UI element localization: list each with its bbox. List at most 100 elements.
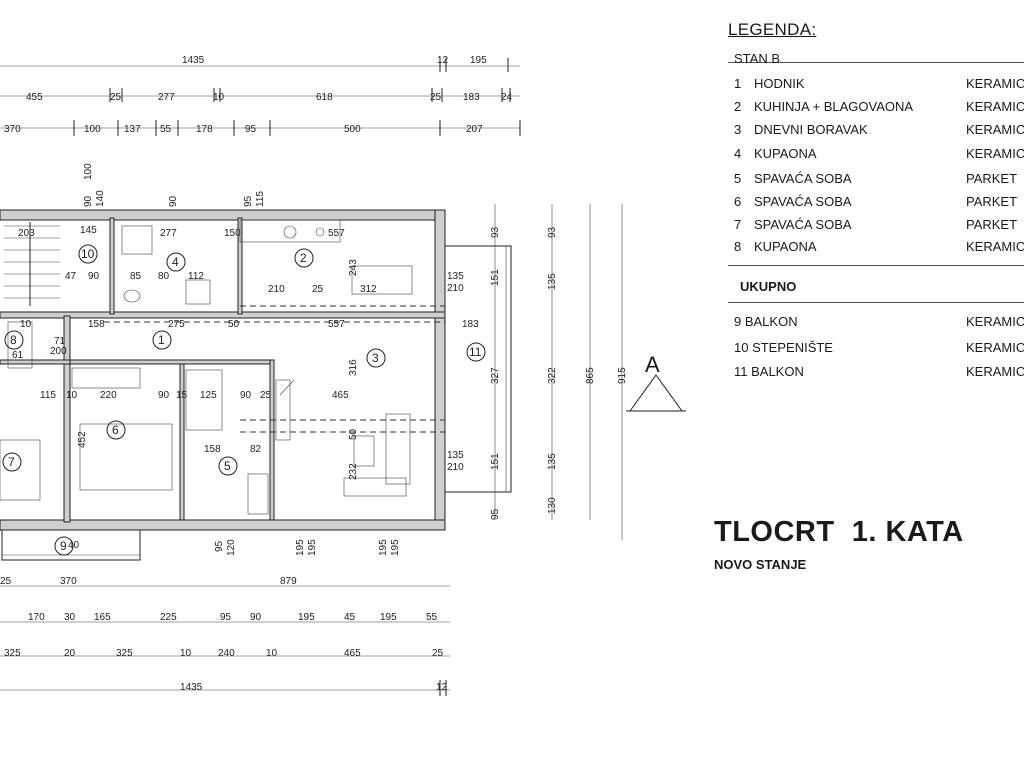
dim-inner-220: 220	[100, 390, 117, 401]
building-walls	[0, 209, 446, 531]
room-label-8: 8	[10, 333, 17, 347]
dim-right-151b: 151	[490, 453, 501, 470]
legend-row-floor: PARKET	[966, 194, 1018, 209]
dim-bot1-a: 25	[0, 576, 12, 587]
section-marker-triangle	[626, 374, 686, 412]
bedroom-furniture	[0, 367, 269, 515]
dim-inner-47: 47	[65, 271, 77, 282]
dim-bot3-f: 10	[266, 648, 278, 659]
dim-vert-top-1: 90	[83, 195, 94, 207]
legend-row-number: 4	[734, 146, 742, 161]
dim-inner-10b: 10	[66, 390, 78, 401]
dim-right-151a: 151	[490, 269, 501, 286]
dim-inner-120: 120	[226, 539, 237, 556]
dim-inner-71: 71	[54, 336, 66, 347]
legend-subtitle: STAN B	[734, 51, 780, 66]
legend-row-floor: PARKET	[966, 217, 1018, 232]
legend-row-number: 1	[734, 76, 742, 91]
dim-top3-h: 207	[466, 124, 483, 135]
dim-inner-275: 275	[168, 319, 185, 330]
dim-inner-50: 50	[228, 319, 240, 330]
legend-row-name: KUHINJA + BLAGOVAONA	[754, 99, 914, 114]
dim-bot2-h: 45	[344, 612, 356, 623]
dim-inner-135a: 135	[447, 271, 464, 282]
dim-top2-f: 25	[430, 92, 442, 103]
legend-extra-floor: KERAMIC	[966, 364, 1024, 379]
dim-inner-80: 80	[158, 271, 170, 282]
dim-right-135a: 135	[547, 273, 558, 290]
dim-right-93a: 93	[490, 226, 501, 238]
dim-vert-top-6: 115	[255, 191, 266, 207]
legend-row-name: HODNIK	[754, 76, 805, 91]
dim-inner-40: 40	[68, 540, 80, 551]
dim-right-95: 95	[490, 508, 501, 520]
bottom-dimension-lines	[0, 585, 450, 696]
dim-inner-85: 85	[130, 271, 142, 282]
dim-top3-c: 137	[124, 124, 141, 135]
dim-top3-a: 370	[4, 124, 21, 135]
dim-inner-135b: 135	[447, 450, 464, 461]
legend-extra-name: 11 BALKON	[734, 364, 804, 379]
legend-row-floor: PARKET	[966, 171, 1018, 186]
dim-bot3-b: 20	[64, 648, 76, 659]
legend-row-number: 2	[734, 99, 742, 114]
legend-row-number: 6	[734, 194, 742, 209]
dim-inner-150: 150	[224, 228, 241, 239]
dim-inner-312: 312	[360, 284, 377, 295]
dim-inner-90c: 90	[240, 390, 252, 401]
dim-inner-158: 158	[88, 319, 105, 330]
dim-top3-f: 95	[245, 124, 257, 135]
dim-inner-195b: 195	[307, 539, 318, 556]
room-label-9: 9	[60, 539, 67, 553]
drawing-title: TLOCRT 1. KATA	[714, 516, 964, 548]
staircase	[4, 222, 60, 306]
legend-row-name: DNEVNI BORAVAK	[754, 122, 868, 137]
dim-right-93b: 93	[547, 226, 558, 238]
dim-vert-top-4: 90	[168, 195, 179, 207]
dim-bot2-c: 165	[94, 612, 111, 623]
dim-top2-a: 455	[26, 92, 43, 103]
dim-vert-top-3: 140	[95, 190, 106, 207]
floor-plan-drawing: 1435 12 195 455 25 277 10 618 25 183 24 …	[0, 55, 628, 696]
dim-bot1-c: 879	[280, 576, 297, 587]
dim-top3-b: 100	[84, 124, 101, 135]
legend-row: 3 DNEVNI BORAVAK KERAMIC	[734, 122, 1024, 137]
room-label-11: 11	[469, 345, 482, 359]
dim-top2-d: 10	[213, 92, 225, 103]
legend-title: LEGENDA:	[728, 20, 817, 39]
legend-divider-top	[728, 62, 1024, 63]
room-labels: 10 4 2 1 8 3 11 7 6 5 9	[2, 244, 486, 556]
room-label-10: 10	[81, 247, 95, 261]
dim-inner-158b: 158	[204, 444, 221, 455]
right-dimension-lines	[494, 204, 623, 540]
legend-extra-name: 10 STEPENIŠTE	[734, 340, 833, 355]
legend-row-floor: KERAMIC	[966, 76, 1024, 91]
dim-inner-145: 145	[80, 225, 97, 236]
living-furniture	[275, 379, 411, 497]
dim-inner-203: 203	[18, 228, 35, 239]
dim-inner-195c: 195	[378, 539, 389, 556]
dim-inner-195d: 195	[390, 539, 401, 556]
dim-inner-15: 15	[176, 390, 188, 401]
dim-inner-125: 125	[200, 390, 217, 401]
dim-inner-90: 90	[88, 271, 100, 282]
legend-row-number: 3	[734, 122, 742, 137]
dim-bot3-g: 465	[344, 648, 361, 659]
dim-inner-452: 452	[77, 431, 88, 448]
dim-inner-210b: 210	[447, 462, 464, 473]
dim-bot3-c: 325	[116, 648, 133, 659]
dim-top3-d: 55	[160, 124, 172, 135]
room-label-1: 1	[158, 333, 165, 347]
dim-top2-h: 24	[501, 92, 513, 103]
dim-bot2-a: 170	[28, 612, 45, 623]
dim-top3-e: 178	[196, 124, 213, 135]
legend-row-floor: KERAMIC	[966, 122, 1024, 137]
legend-row-name: SPAVAĆA SOBA	[754, 217, 852, 232]
dim-inner-25b: 25	[260, 390, 272, 401]
dim-bot2-d: 225	[160, 612, 177, 623]
room-label-7: 7	[8, 455, 15, 469]
